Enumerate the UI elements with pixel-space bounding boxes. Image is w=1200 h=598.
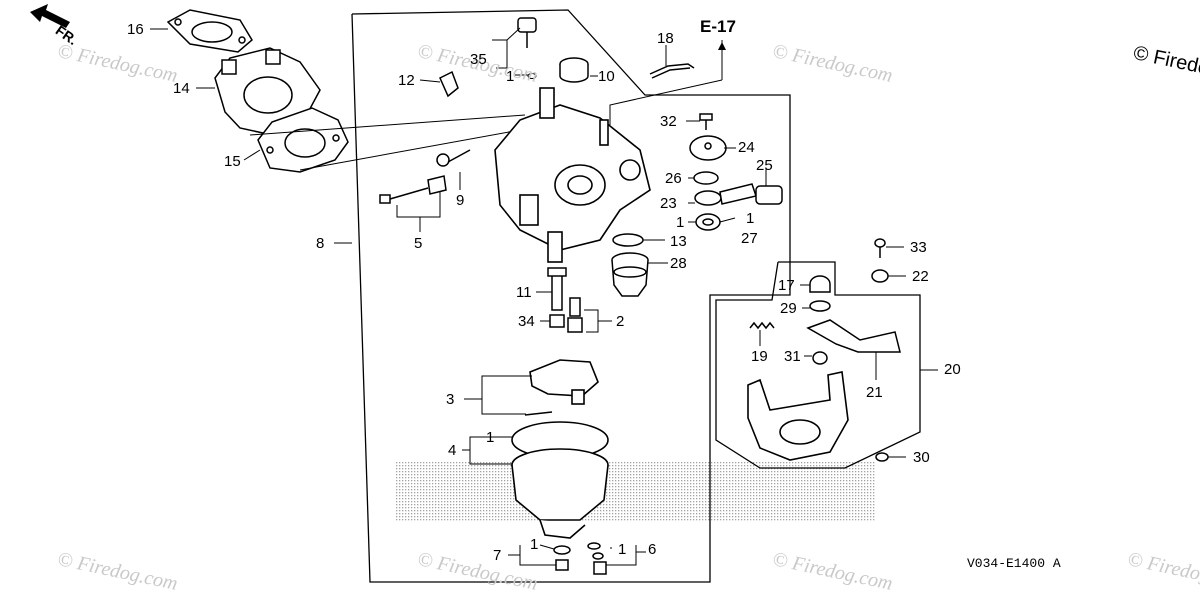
callout-2: 2 [616, 313, 625, 330]
assembly-boundary-20 [715, 261, 921, 469]
callout-25: 25 [756, 157, 773, 174]
callout-26: 26 [665, 170, 682, 187]
carburetor-body [494, 87, 651, 263]
part-5-pilot-screw [379, 175, 447, 204]
callout-24: 24 [738, 139, 755, 156]
part-9-screw [436, 149, 471, 167]
callout-1: 1 [676, 214, 685, 231]
callout-10: 10 [598, 68, 615, 85]
callout-1: 1 [530, 536, 539, 553]
callout-1: 1 [746, 210, 755, 227]
callout-16: 16 [127, 21, 144, 38]
callout-13: 13 [670, 233, 687, 250]
front-direction-arrow [30, 4, 70, 28]
part-16-gasket [166, 9, 253, 53]
part-22-nut [871, 269, 889, 283]
callout-18: 18 [657, 30, 674, 47]
reference-page-label: E-17 [700, 17, 736, 36]
part-25-cap [755, 185, 783, 205]
callout-3: 3 [446, 391, 455, 408]
leader-lines [150, 27, 938, 566]
callout-7: 7 [493, 547, 502, 564]
callout-29: 29 [780, 300, 797, 317]
part-23-lever [694, 183, 757, 206]
callout-12: 12 [398, 72, 415, 89]
part-11-emulsion-tube [547, 267, 567, 311]
callout-35: 35 [470, 51, 487, 68]
part-30-clip [875, 452, 889, 462]
part-13-oring [612, 233, 644, 247]
callout-5: 5 [414, 235, 423, 252]
callout-9: 9 [456, 192, 465, 209]
part-17-cap [809, 275, 831, 293]
callout-8: 8 [316, 235, 325, 252]
part-18-clip [649, 63, 695, 79]
part-4-float-chamber [511, 421, 609, 539]
part-3-float [524, 359, 599, 416]
callout-34: 34 [518, 313, 535, 330]
callout-27: 27 [741, 230, 758, 247]
callout-32: 32 [660, 113, 677, 130]
honda-watermark [395, 462, 875, 522]
callout-1: 1 [506, 68, 515, 85]
part-14-insulator [214, 47, 321, 136]
callout-31: 31 [784, 348, 801, 365]
part-34-main-jet [549, 314, 565, 328]
callout-19: 19 [751, 348, 768, 365]
callout-1: 1 [618, 541, 627, 558]
part-29-washer [809, 300, 831, 312]
part-21-lever [806, 319, 901, 353]
callout-17: 17 [778, 277, 795, 294]
diagram-code: V034-E1400 A [967, 556, 1061, 571]
part-28-jet-holder [611, 252, 649, 297]
callout-28: 28 [670, 255, 687, 272]
part-32-screw [699, 113, 713, 130]
callout-1: 1 [486, 429, 495, 446]
callout-23: 23 [660, 195, 677, 212]
callout-11: 11 [516, 284, 532, 301]
part-6-drain-screw [587, 542, 607, 575]
callout-33: 33 [910, 239, 927, 256]
governor-bracket [747, 371, 849, 461]
callout-21: 21 [866, 384, 883, 401]
callout-22: 22 [912, 268, 929, 285]
callout-30: 30 [913, 449, 930, 466]
part-19-spring [749, 321, 775, 330]
callout-4: 4 [448, 442, 457, 459]
part-24-cover [689, 135, 727, 161]
part-1-oring-top [527, 73, 537, 79]
part-7-bolt [553, 545, 571, 571]
part-10-cap [559, 57, 589, 83]
callout-20: 20 [944, 361, 961, 378]
part-33-bolt [874, 238, 886, 258]
part-26-washer [693, 171, 719, 185]
part-15-gasket [257, 107, 349, 173]
part-12-clip [439, 70, 459, 98]
part-27-seal [695, 213, 721, 231]
part-35-screw [517, 17, 537, 48]
callout-6: 6 [648, 541, 657, 558]
callout-14: 14 [173, 80, 190, 97]
assembly-boundary-8 [351, 9, 791, 583]
part-2-float-valve [567, 297, 583, 333]
part-31-nut [812, 351, 828, 365]
callout-15: 15 [224, 153, 241, 170]
